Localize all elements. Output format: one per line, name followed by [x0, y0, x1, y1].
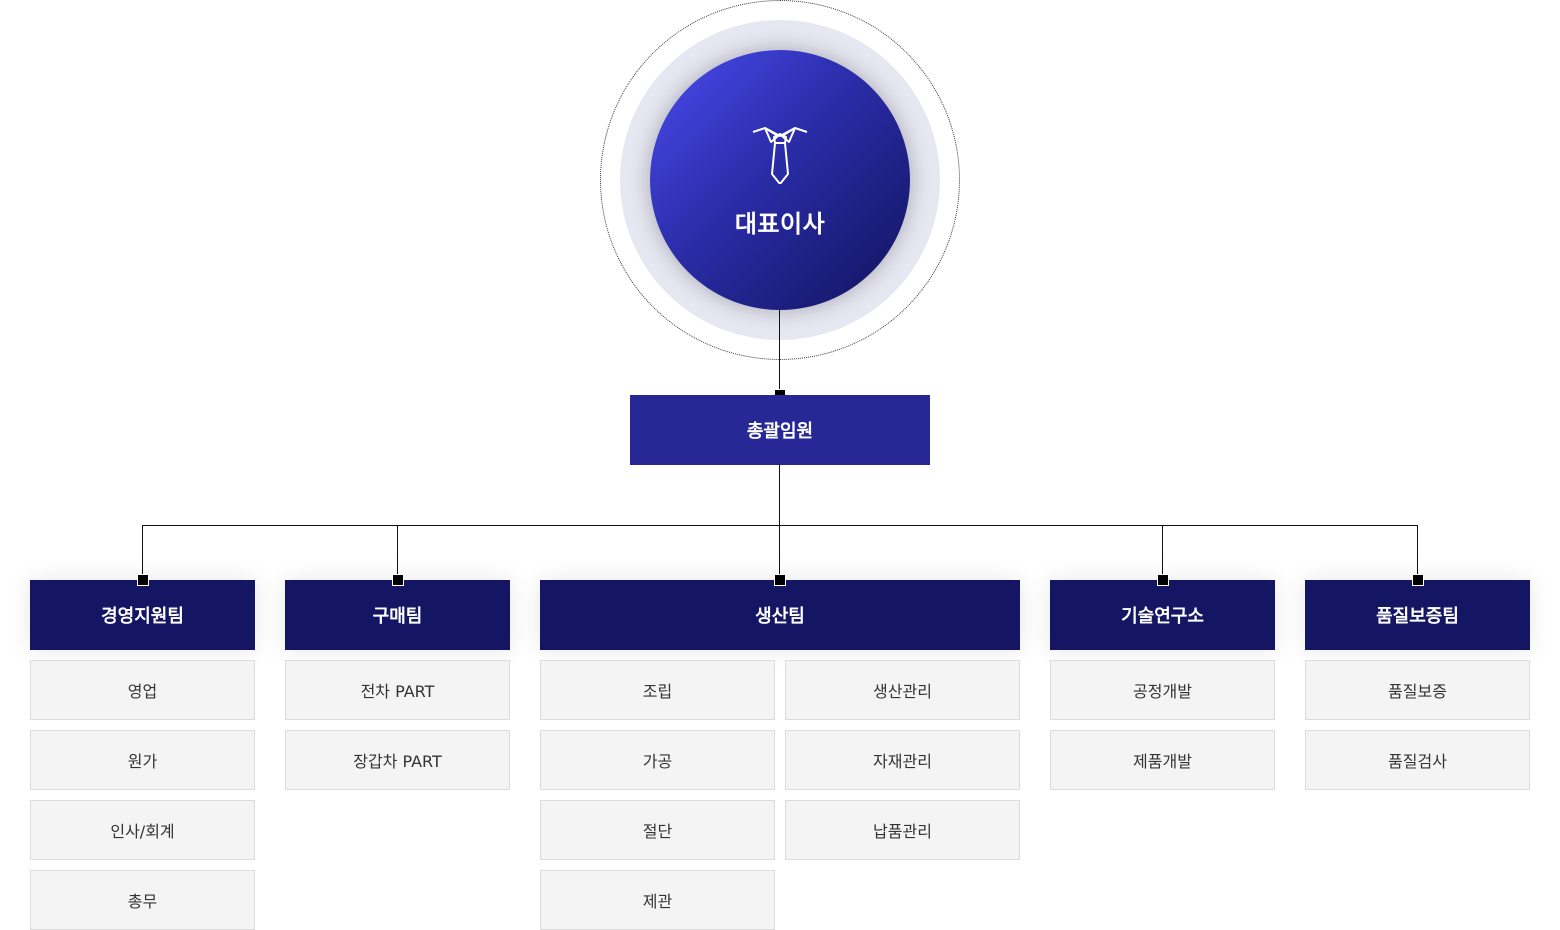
sub-item-label: 장갑차 PART — [353, 752, 442, 771]
team-name: 품질보증팀 — [1376, 606, 1459, 627]
sub-item: 생산관리 — [785, 660, 1020, 720]
team-name: 기술연구소 — [1121, 606, 1204, 627]
team-header-management-support: 경영지원팀 — [30, 580, 255, 650]
sub-item: 제관 — [540, 870, 775, 930]
sub-item: 원가 — [30, 730, 255, 790]
sub-item-label: 공정개발 — [1133, 682, 1192, 701]
connector-drop-1 — [142, 525, 143, 580]
team-name: 생산팀 — [755, 606, 805, 627]
sub-item-label: 제품개발 — [1133, 752, 1192, 771]
executive-box: 총괄임원 — [630, 395, 930, 465]
sub-item-label: 인사/회계 — [110, 822, 175, 841]
sub-item-label: 품질보증 — [1388, 682, 1447, 701]
sub-item: 품질보증 — [1305, 660, 1530, 720]
sub-item-label: 자재관리 — [873, 752, 932, 771]
sub-item-label: 조립 — [642, 682, 673, 701]
team-header-purchasing: 구매팀 — [285, 580, 510, 650]
ceo-outer-dotted-ring — [600, 0, 960, 360]
sub-item-label: 품질검사 — [1388, 752, 1447, 771]
sub-item: 전차 PART — [285, 660, 510, 720]
sub-item-label: 전차 PART — [360, 682, 435, 701]
sub-item: 품질검사 — [1305, 730, 1530, 790]
team-name: 구매팀 — [372, 606, 423, 627]
connector-drop-5 — [1417, 525, 1418, 580]
connector-drop-4 — [1162, 525, 1163, 580]
sub-item: 납품관리 — [785, 800, 1020, 860]
executive-label: 총괄임원 — [746, 421, 814, 442]
sub-item: 조립 — [540, 660, 775, 720]
connector-dot-team-2 — [392, 574, 404, 586]
connector-dot-team-3 — [774, 574, 786, 586]
sub-item: 제품개발 — [1050, 730, 1275, 790]
connector-dot-team-5 — [1412, 574, 1424, 586]
ceo-node: 대표이사 — [650, 50, 910, 310]
connector-exec-trunk — [779, 465, 780, 580]
sub-item-label: 영업 — [127, 682, 158, 701]
connector-drop-2 — [397, 525, 398, 580]
team-header-rnd: 기술연구소 — [1050, 580, 1275, 650]
connector-dot-team-4 — [1157, 574, 1169, 586]
sub-item-label: 납품관리 — [873, 822, 932, 841]
sub-item-label: 절단 — [642, 822, 673, 841]
sub-item-label: 가공 — [642, 752, 673, 771]
sub-item: 공정개발 — [1050, 660, 1275, 720]
team-name: 경영지원팀 — [101, 606, 184, 627]
team-header-quality-assurance: 품질보증팀 — [1305, 580, 1530, 650]
sub-item-label: 제관 — [642, 892, 673, 911]
sub-item: 자재관리 — [785, 730, 1020, 790]
sub-item: 인사/회계 — [30, 800, 255, 860]
connector-dot-team-1 — [137, 574, 149, 586]
connector-horizontal-bus — [142, 525, 1418, 526]
connector-ceo-exec — [779, 310, 780, 395]
sub-item-label: 원가 — [127, 752, 158, 771]
sub-item: 가공 — [540, 730, 775, 790]
team-header-production: 생산팀 — [540, 580, 1020, 650]
sub-item-label: 총무 — [127, 892, 158, 911]
ceo-label: 대표이사 — [734, 210, 826, 238]
sub-item: 총무 — [30, 870, 255, 930]
sub-item: 장갑차 PART — [285, 730, 510, 790]
sub-item-label: 생산관리 — [873, 682, 932, 701]
necktie-icon — [752, 127, 808, 184]
sub-item: 영업 — [30, 660, 255, 720]
sub-item: 절단 — [540, 800, 775, 860]
